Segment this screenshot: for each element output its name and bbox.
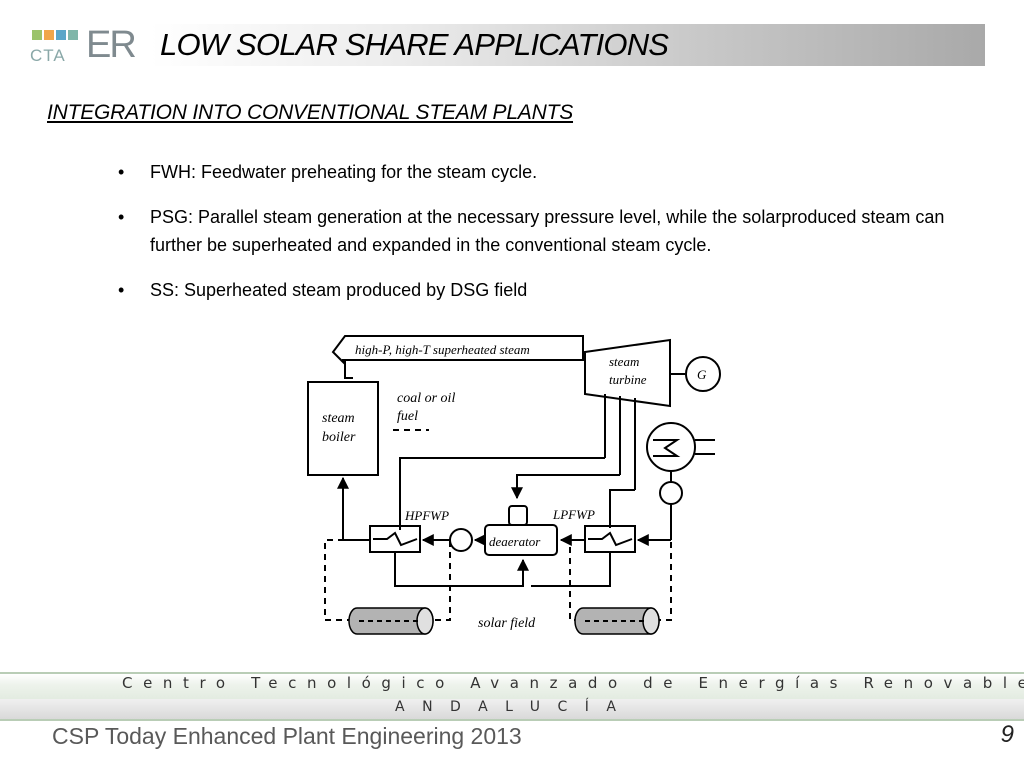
logo-square-teal [68, 30, 78, 40]
logo-square-orange [44, 30, 54, 40]
steam-boiler [307, 381, 379, 476]
logo-cta-text: CTA [30, 46, 66, 65]
bullet-item: • SS: Superheated steam produced by DSG f… [118, 276, 978, 304]
bullet-item: • FWH: Feedwater preheating for the steam… [118, 158, 978, 186]
title-bar [150, 24, 985, 66]
bullet-list: • FWH: Feedwater preheating for the steam… [118, 158, 978, 321]
steam-plant-diagram: high-P, high-T superheated steam steam b… [307, 335, 721, 635]
bullet-icon: • [118, 162, 125, 182]
hpfwp-label: HPFWP [404, 508, 449, 523]
generator [685, 356, 721, 392]
generator-label: G [697, 367, 707, 382]
bullet-icon: • [118, 280, 125, 300]
steam-turbine [584, 338, 671, 408]
steam-banner [331, 335, 584, 365]
organization-name: Centro Tecnológico Avanzado de Energías … [122, 674, 1024, 692]
steam-pipe [344, 360, 353, 379]
section-subtitle: INTEGRATION INTO CONVENTIONAL STEAM PLAN… [47, 101, 574, 124]
turbine-label-line2: turbine [609, 372, 647, 387]
logo-square-blue [56, 30, 66, 40]
event-title: CSP Today Enhanced Plant Engineering 201… [52, 723, 522, 749]
steam-label: high-P, high-T superheated steam [355, 342, 530, 357]
boiler-label-line2: boiler [322, 430, 356, 445]
bullet-text: SS: Superheated steam produced by DSG fi… [150, 280, 528, 300]
logo-square-green [32, 30, 42, 40]
fuel-label-line1: coal or oil [397, 391, 455, 406]
fuel-label-line2: fuel [397, 409, 418, 424]
solar-collector-right [574, 607, 660, 635]
boiler-label-line1: steam [322, 411, 355, 426]
solar-collector-left [348, 607, 434, 635]
solar-field-label: solar field [478, 616, 536, 631]
condensate-pump [659, 481, 683, 505]
bullet-text: PSG: Parallel steam generation at the ne… [150, 207, 945, 255]
turbine-label-line1: steam [609, 354, 639, 369]
slide-title: LOW SOLAR SHARE APPLICATIONS [160, 27, 669, 62]
bullet-item: • PSG: Parallel steam generation at the n… [118, 203, 978, 259]
ctaer-logo: CTA ER [28, 24, 137, 66]
footer-band-bottom [0, 699, 1024, 721]
page-number: 9 [1000, 721, 1014, 748]
feedwater-pump [449, 528, 473, 552]
lpfwp-label: LPFWP [552, 507, 595, 522]
footer-band-top [0, 672, 1024, 701]
condenser [646, 422, 696, 472]
bullet-text: FWH: Feedwater preheating for the steam … [150, 162, 538, 182]
deaerator-label: deaerator [489, 534, 541, 549]
logo-er-text: ER [86, 24, 137, 66]
organization-region: ANDALUCÍA [395, 699, 634, 715]
bullet-icon: • [118, 207, 125, 227]
